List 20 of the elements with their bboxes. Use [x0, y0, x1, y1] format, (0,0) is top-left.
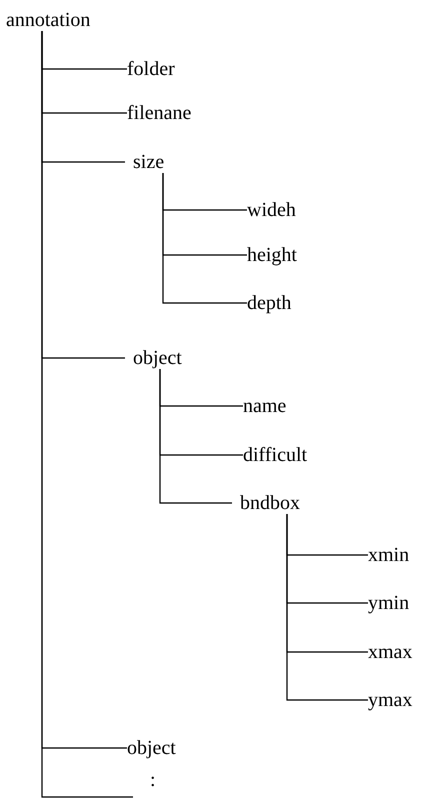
tree-connector	[162, 173, 247, 304]
tree-label: bndbox	[240, 492, 300, 514]
tree-label: folder	[127, 58, 175, 80]
tree-label: name	[243, 395, 286, 417]
tree-label: :	[150, 769, 156, 791]
tree-label: object	[127, 737, 176, 759]
tree-label: depth	[247, 292, 292, 314]
tree-label: xmin	[368, 544, 410, 566]
tree-label: xmax	[368, 641, 412, 663]
tree-label: object	[133, 347, 182, 369]
tree-label: annotation	[6, 9, 90, 31]
tree-label: wideh	[247, 199, 296, 221]
tree-label: difficult	[243, 444, 308, 466]
tree-label: ymin	[368, 592, 410, 614]
tree-label: height	[247, 244, 297, 266]
tree-label: filenane	[127, 102, 192, 124]
tree-label: size	[133, 151, 164, 173]
tree-connector	[159, 369, 232, 504]
tree-label: ymax	[368, 689, 412, 711]
tree-connector	[286, 514, 368, 701]
